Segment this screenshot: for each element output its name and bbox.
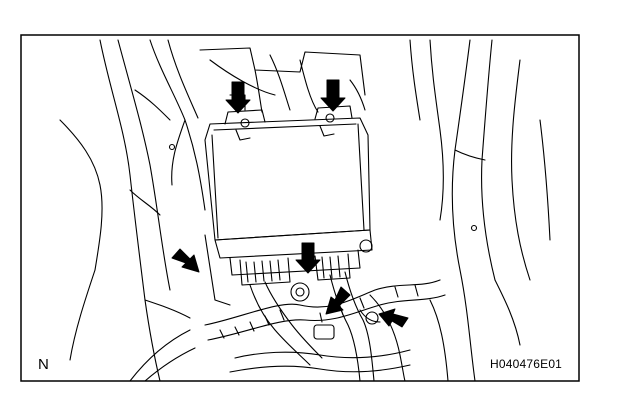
arrows: [171, 79, 409, 328]
figure-code: H040476E01: [490, 357, 563, 371]
figure-frame: [20, 34, 580, 382]
right-body-panel: [409, 39, 551, 381]
upper-bracket: [199, 47, 366, 113]
ecu-module: [204, 105, 373, 306]
arrow-top-right: [320, 79, 346, 112]
arrow-left: [171, 248, 200, 273]
arrow-top-left: [225, 81, 251, 114]
left-body-panel: [59, 39, 206, 381]
arrow-right: [378, 308, 409, 328]
arrow-center: [295, 242, 321, 274]
corner-label: N: [38, 356, 49, 373]
arrow-lower-center: [325, 286, 351, 315]
